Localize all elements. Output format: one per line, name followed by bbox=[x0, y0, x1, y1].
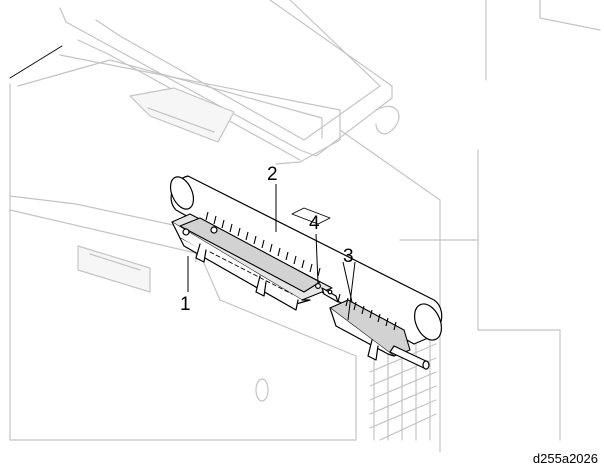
discharge-roller-cylinder bbox=[169, 175, 443, 345]
side-button bbox=[255, 378, 269, 402]
lower-cabinet-outline bbox=[9, 209, 357, 441]
panel-screen bbox=[95, 0, 381, 141]
clip-dot bbox=[315, 283, 322, 290]
tray-handle-line bbox=[89, 253, 141, 271]
panel-frame bbox=[59, 0, 393, 157]
brush-teeth-right bbox=[337, 293, 397, 331]
vent-slots bbox=[369, 335, 437, 441]
holder-lower-lip bbox=[179, 237, 299, 311]
holder-clip-2 bbox=[255, 275, 267, 297]
holder-slot bbox=[209, 251, 293, 295]
holder-screw bbox=[182, 228, 190, 236]
leader-lines bbox=[187, 184, 356, 321]
panel-lower-edge bbox=[77, 39, 301, 161]
callout-4: 4 bbox=[309, 213, 320, 234]
scanner-base-outline bbox=[59, 54, 341, 165]
callout-3: 3 bbox=[343, 246, 354, 267]
brush-holder-left bbox=[171, 211, 333, 311]
rear-top-outline bbox=[485, 0, 601, 81]
cylinder-bracket bbox=[291, 207, 331, 225]
panel-hinge bbox=[375, 105, 400, 135]
holder-clip-1 bbox=[195, 243, 207, 263]
callout-2: 2 bbox=[267, 164, 278, 185]
machine-outline bbox=[9, 0, 601, 453]
right-holder-clip bbox=[367, 339, 379, 361]
tray-handle bbox=[77, 245, 151, 293]
brush-teeth-left bbox=[205, 211, 321, 277]
clip-hole bbox=[327, 289, 333, 295]
shaft-end bbox=[422, 360, 430, 370]
right-holder-lip bbox=[329, 307, 395, 357]
leader-4 bbox=[315, 233, 319, 285]
rear-panel-outline bbox=[477, 149, 561, 441]
brush-holder-right bbox=[329, 293, 430, 370]
panel-grip bbox=[129, 87, 235, 143]
holder-screw bbox=[210, 226, 218, 234]
callout-1: 1 bbox=[180, 294, 191, 315]
right-panel-outline bbox=[339, 129, 441, 453]
body-outline bbox=[9, 83, 357, 441]
tray-outline bbox=[9, 195, 197, 263]
leader-3b bbox=[347, 261, 356, 321]
panel-grip-line bbox=[147, 107, 215, 133]
figure-code: d255a2026 bbox=[533, 451, 598, 466]
body-top-edge bbox=[17, 59, 323, 139]
top-edge-line bbox=[9, 45, 63, 79]
operation-panel bbox=[59, 0, 400, 161]
